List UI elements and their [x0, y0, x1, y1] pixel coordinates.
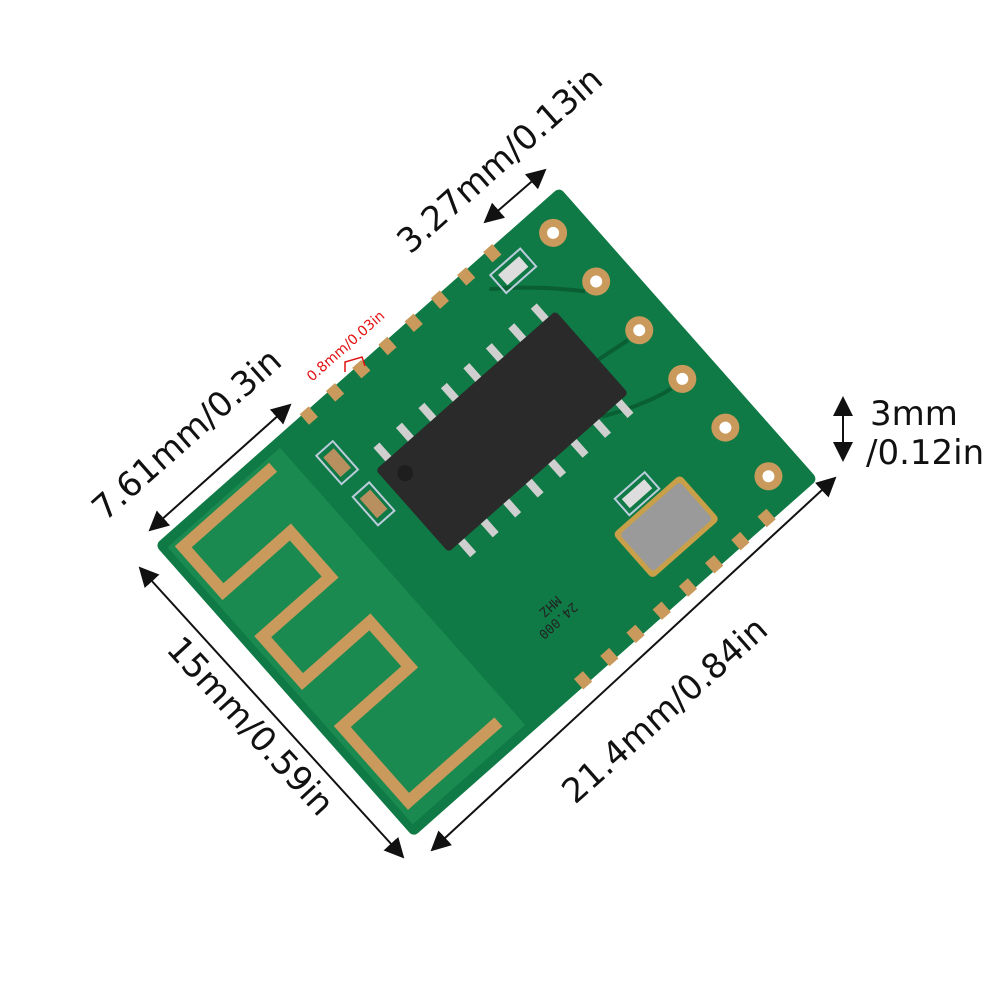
antenna-width-arrow — [148, 403, 292, 532]
thickness-label-line2: /0.12in — [866, 433, 984, 473]
top-castellated-pads — [299, 243, 502, 425]
board-length-arrow — [430, 476, 837, 852]
thickness-label-line1: 3mm — [870, 394, 958, 434]
pad-width-bracket — [344, 356, 366, 372]
pin-pitch-arrow — [483, 168, 547, 224]
board-width-arrow — [138, 566, 405, 859]
